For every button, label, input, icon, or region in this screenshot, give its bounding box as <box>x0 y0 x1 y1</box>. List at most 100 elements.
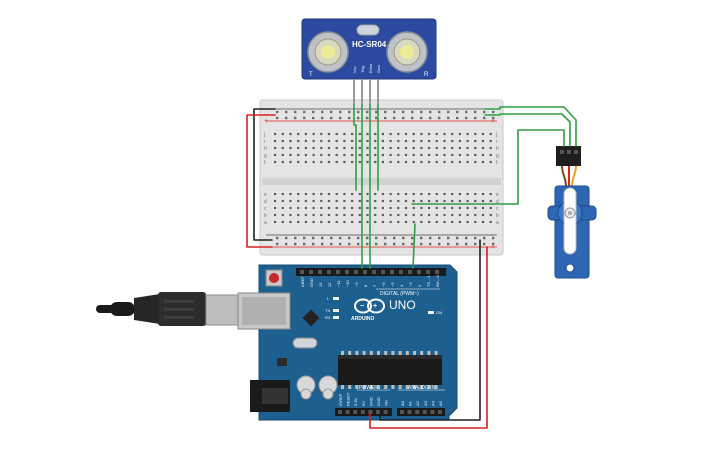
terminal-hole <box>443 132 446 136</box>
power-header-hole[interactable] <box>345 410 350 414</box>
terminal-hole <box>289 199 292 203</box>
power-header-hole[interactable] <box>360 410 365 414</box>
terminal-hole <box>458 160 461 164</box>
terminal-hole <box>443 139 446 143</box>
digital-pin-label: 2 <box>417 284 422 287</box>
usb-plug-grip-2 <box>164 308 194 311</box>
digital-header-hole[interactable] <box>372 270 376 274</box>
rail-hole <box>492 110 495 114</box>
rail-hole <box>303 110 306 114</box>
rail-hole <box>393 242 396 246</box>
digital-header-hole[interactable] <box>327 270 331 274</box>
terminal-hole <box>327 206 331 210</box>
sensor-pin-vcc <box>353 79 355 105</box>
terminal-hole <box>428 146 431 150</box>
digital-pin-label: ~5 <box>390 282 395 287</box>
rail-hole <box>429 242 432 246</box>
power-header-hole[interactable] <box>383 410 388 414</box>
terminal-hole <box>358 213 361 217</box>
power-header-hole[interactable] <box>338 410 342 414</box>
reset-button[interactable] <box>269 273 279 283</box>
terminal-hole <box>366 192 369 196</box>
rail-hole <box>438 236 441 240</box>
rail-hole <box>384 242 387 246</box>
rail-hole <box>357 110 360 114</box>
rail-hole <box>429 236 432 240</box>
arduino-logo-right-ring <box>367 298 385 314</box>
terminal-hole <box>289 220 292 224</box>
row-letter-left: e <box>264 192 267 198</box>
analog-header-hole[interactable] <box>438 410 442 414</box>
digital-header-hole[interactable] <box>363 270 367 274</box>
servo-screw <box>568 211 572 215</box>
rail-hole <box>411 110 414 114</box>
digital-header-hole[interactable] <box>435 270 439 274</box>
sensor-pin-echo-label: Echo <box>368 63 373 73</box>
terminal-hole <box>481 146 485 150</box>
sensor-r-marker: R <box>424 72 429 78</box>
rail-hole <box>276 236 279 240</box>
atmega-pin <box>420 351 424 355</box>
atmega-chip-top-edge <box>338 355 442 359</box>
row-letter-left: i <box>264 139 265 145</box>
digital-header-hole[interactable] <box>399 270 403 274</box>
digital-header-hole[interactable] <box>417 270 421 274</box>
terminal-hole <box>420 199 423 203</box>
terminal-hole <box>458 153 461 157</box>
terminal-hole <box>289 146 292 150</box>
terminal-hole <box>281 220 284 224</box>
analog-header-hole[interactable] <box>430 410 435 414</box>
usb-cable <box>96 292 243 326</box>
terminal-hole <box>312 206 315 210</box>
digital-header-hole[interactable] <box>354 270 358 274</box>
digital-header-hole[interactable] <box>300 270 304 274</box>
terminal-hole <box>435 160 438 164</box>
digital-header-hole[interactable] <box>345 270 349 274</box>
digital-header-hole[interactable] <box>381 270 385 274</box>
digital-header-hole[interactable] <box>408 270 412 274</box>
terminal-hole <box>312 213 315 217</box>
analog-header-hole[interactable] <box>422 410 427 414</box>
arduino-logo-left-ring <box>354 298 372 314</box>
rail-hole <box>393 110 396 114</box>
digital-header-hole[interactable] <box>336 270 340 274</box>
terminal-hole <box>366 220 369 224</box>
digital-pin-label: GND <box>309 278 314 287</box>
top-rail-positive-label-left: + <box>264 118 268 125</box>
analog-header-hole[interactable] <box>400 410 404 414</box>
rail-hole <box>348 116 351 120</box>
terminal-hole <box>458 146 461 150</box>
digital-header-hole[interactable] <box>426 270 430 274</box>
power-header-hole[interactable] <box>376 410 380 414</box>
terminal-hole <box>420 139 423 143</box>
terminal-hole <box>343 146 346 150</box>
terminal-hole <box>489 220 492 224</box>
analog-header-hole[interactable] <box>407 410 412 414</box>
terminal-hole <box>466 213 469 217</box>
terminal-hole <box>351 160 354 164</box>
terminal-hole <box>466 153 469 157</box>
terminal-hole <box>374 139 377 143</box>
terminal-hole <box>304 160 307 164</box>
terminal-hole <box>320 153 323 157</box>
digital-pin-label: ~6 <box>381 282 386 287</box>
analog-header-hole[interactable] <box>415 410 420 414</box>
terminal-hole <box>481 213 485 217</box>
terminal-hole <box>412 146 415 150</box>
terminal-hole <box>420 153 423 157</box>
digital-header-hole[interactable] <box>309 270 313 274</box>
terminal-hole <box>297 160 300 164</box>
terminal-hole <box>274 139 277 143</box>
arduino-logo: − + <box>354 298 385 314</box>
digital-header-hole[interactable] <box>390 270 394 274</box>
servo-horn <box>563 187 577 255</box>
terminal-hole <box>381 160 384 164</box>
rail-hole <box>474 242 477 246</box>
atmega-pin <box>348 351 352 355</box>
digital-header-hole[interactable] <box>318 270 322 274</box>
power-header-hole[interactable] <box>368 410 373 414</box>
power-header-hole[interactable] <box>353 410 358 414</box>
digital-pin-label: ~9 <box>354 282 359 287</box>
